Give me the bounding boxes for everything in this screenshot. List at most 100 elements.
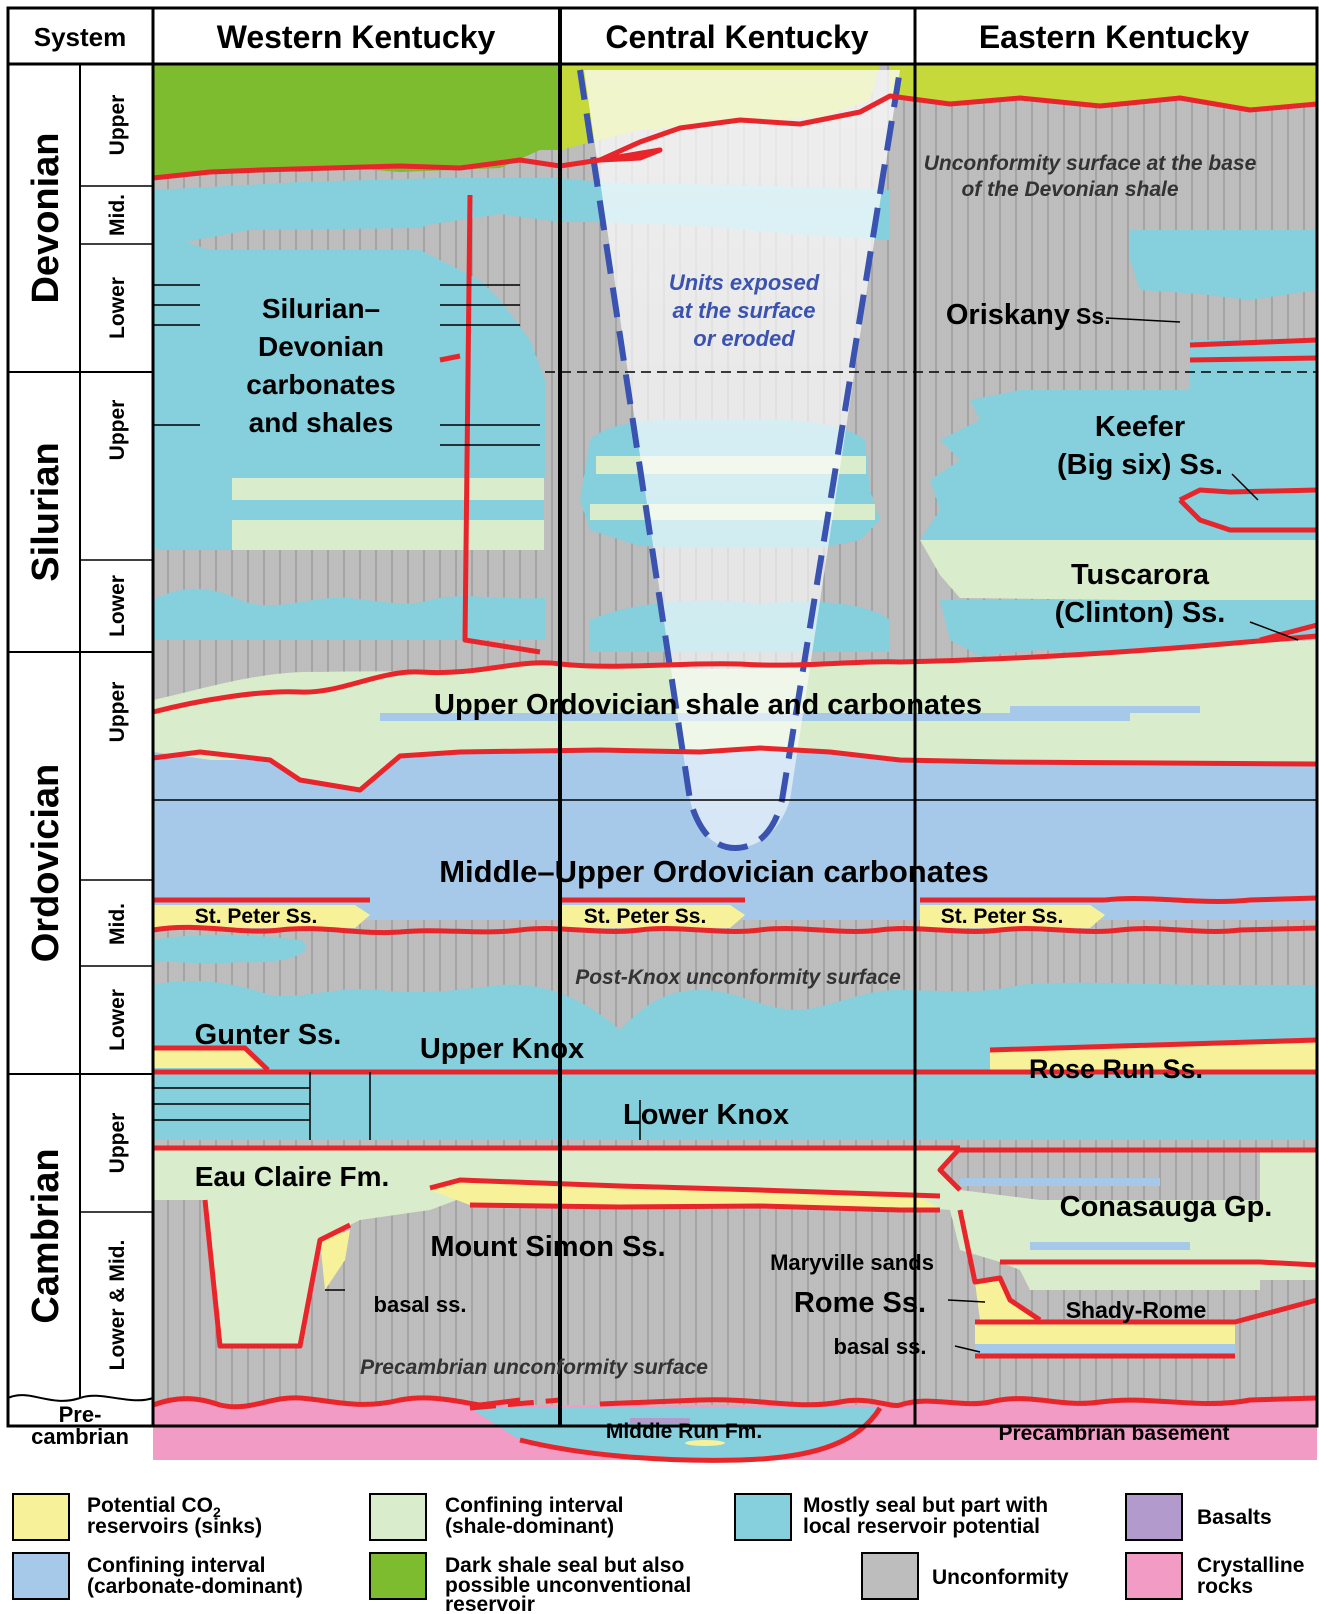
table-frame xyxy=(6,6,1319,1428)
conasauga-carb-band xyxy=(960,1178,1160,1186)
unit-labels: Unconformity surface at the base of the … xyxy=(195,152,1273,1445)
legend-basalts-label: Basalts xyxy=(1197,1506,1272,1529)
header-western-kentucky: Western Kentucky xyxy=(217,19,496,55)
ordovician-top-boundary xyxy=(152,633,1318,715)
middle-run-dashed-red xyxy=(469,1397,561,1411)
label-upper-knox: Upper Knox xyxy=(420,1033,584,1065)
legend-sinks-line2: reservoirs (sinks) xyxy=(87,1515,262,1538)
st-peter-ss-west xyxy=(153,905,370,928)
st-peter-red xyxy=(152,924,1318,936)
eastern-devonian-blue xyxy=(1130,230,1317,300)
legend-item-dark-shale: Dark shale seal but also possible unconv… xyxy=(369,1552,691,1614)
legend-crystalline-line1: Crystalline xyxy=(1197,1554,1304,1577)
label-rome: Rome Ss. xyxy=(794,1287,926,1319)
label-basal-ss-east: basal ss. xyxy=(834,1334,927,1359)
system-ordovician: Ordovician xyxy=(25,764,67,963)
label-precambrian-basement: Precambrian basement xyxy=(998,1422,1229,1445)
conasauga-carb-band-2 xyxy=(1030,1242,1190,1250)
label-tuscarora-1: Tuscarora xyxy=(1071,559,1210,591)
silurian-shale-band-2 xyxy=(232,520,544,550)
label-units-exposed-3: or eroded xyxy=(693,326,795,351)
knox-lines xyxy=(153,1072,641,1140)
system-silurian: Silurian xyxy=(25,442,67,581)
legend-sinks-line1: Potential CO xyxy=(87,1494,213,1517)
basal-ss-west xyxy=(320,1230,350,1290)
label-gunter: Gunter Ss. xyxy=(195,1019,342,1051)
label-sil-dev-1: Silurian– xyxy=(262,293,380,324)
label-st-peter-west: St. Peter Ss. xyxy=(195,905,318,928)
western-short-red xyxy=(439,353,461,363)
rose-run-red xyxy=(153,1037,1318,1075)
label-units-exposed-1: Units exposed xyxy=(669,270,820,295)
legend-item-crystalline: Crystalline rocks xyxy=(1125,1552,1304,1600)
middle-run-sink xyxy=(685,1440,725,1446)
legend-item-sinks: Potential CO2 reservoirs (sinks) xyxy=(12,1493,262,1541)
label-maryville: Maryville sands xyxy=(770,1250,934,1275)
label-unconformity-devonian-2: of the Devonian shale xyxy=(961,178,1178,201)
gunter-red xyxy=(153,1045,270,1072)
st-peter-ss-central xyxy=(560,905,745,928)
label-sil-dev-3: carbonates xyxy=(246,369,395,400)
series-labels: Upper Mid. Lower Upper Lower Upper Mid. … xyxy=(106,95,129,1371)
label-keefer-1: Keefer xyxy=(1095,411,1185,443)
label-lower-knox: Lower Knox xyxy=(623,1099,789,1131)
system-cambrian: Cambrian xyxy=(25,1148,67,1323)
label-mount-simon: Mount Simon Ss. xyxy=(430,1231,665,1263)
system-precambrian-2: cambrian xyxy=(31,1424,129,1449)
eau-claire-graben-red xyxy=(202,1199,352,1349)
label-unconformity-devonian-1: Unconformity surface at the base xyxy=(924,152,1257,175)
series-cambrian-upper: Upper xyxy=(106,1113,129,1174)
series-silurian-upper: Upper xyxy=(106,400,129,461)
knox-group xyxy=(153,980,1317,1140)
silurian-blue-lower xyxy=(153,460,545,550)
legend-dark-line3: reservoir xyxy=(445,1593,535,1614)
series-devonian-mid: Mid. xyxy=(106,194,129,236)
series-devonian-upper: Upper xyxy=(106,95,129,156)
legend-item-shale-confining: Confining interval (shale-dominant) xyxy=(369,1493,624,1541)
eastern-tuscarora-green xyxy=(920,540,1317,600)
label-middle-run: Middle Run Fm. xyxy=(606,1420,762,1443)
label-keefer-2: (Big six) Ss. xyxy=(1057,449,1223,481)
label-tuscarora-2: (Clinton) Ss. xyxy=(1055,597,1226,629)
system-devonian: Devonian xyxy=(25,132,67,303)
label-middle-upper-ordovician: Middle–Upper Ordovician carbonates xyxy=(439,854,989,889)
exposed-area-fill xyxy=(584,70,900,848)
legend-item-mostly-seal: Mostly seal but part with local reservoi… xyxy=(734,1493,1048,1541)
tuscarora-red xyxy=(1259,622,1318,643)
header-system: System xyxy=(34,22,127,52)
legend-item-basalts: Basalts xyxy=(1125,1493,1272,1541)
st-peter-ss-east xyxy=(920,905,1105,928)
series-ordovician-upper: Upper xyxy=(106,682,129,743)
cambrian-upper-red xyxy=(153,1145,1317,1153)
label-oriskany-ss: Ss. xyxy=(1076,303,1111,329)
conasauga-east-red-2 xyxy=(1000,1259,1318,1268)
eastern-oriskany-blue xyxy=(1190,340,1317,390)
series-ordovician-mid: Mid. xyxy=(106,903,129,945)
legend-carb-line2: (carbonate-dominant) xyxy=(87,1575,303,1598)
eastern-silurian-blue xyxy=(920,390,1317,540)
gunter-ss xyxy=(153,1050,265,1068)
shady-rome-band xyxy=(975,1322,1235,1344)
sil-dev-carbonates xyxy=(153,186,560,460)
label-rose-run: Rose Run Ss. xyxy=(1029,1054,1203,1084)
label-post-knox: Post-Knox unconformity surface xyxy=(575,966,901,989)
devonian-base-boundary xyxy=(152,93,1318,181)
mid-ordovician-top-red xyxy=(153,895,1318,904)
unconformity-boundaries xyxy=(152,93,1318,1463)
mount-simon-red xyxy=(429,1177,941,1213)
label-conasauga: Conasauga Gp. xyxy=(1060,1191,1273,1223)
keefer-red xyxy=(1178,487,1318,533)
legend-seal-line1: Mostly seal but part with xyxy=(803,1494,1048,1517)
shady-rome-blue xyxy=(975,1344,1235,1354)
header-eastern-kentucky: Eastern Kentucky xyxy=(979,19,1250,55)
middle-run-outline-red xyxy=(519,1406,883,1463)
exposed-units-outline xyxy=(577,69,903,852)
series-silurian-lower: Lower xyxy=(106,575,129,637)
silurian-blue-band xyxy=(232,500,544,520)
knox-upper-lens xyxy=(153,935,307,964)
legend-seal-line2: local reservoir potential xyxy=(803,1515,1040,1538)
legend-item-carbonate-confining: Confining interval (carbonate-dominant) xyxy=(12,1552,303,1600)
legend-shale-line1: Confining interval xyxy=(445,1494,624,1517)
label-st-peter-central: St. Peter Ss. xyxy=(584,905,707,928)
